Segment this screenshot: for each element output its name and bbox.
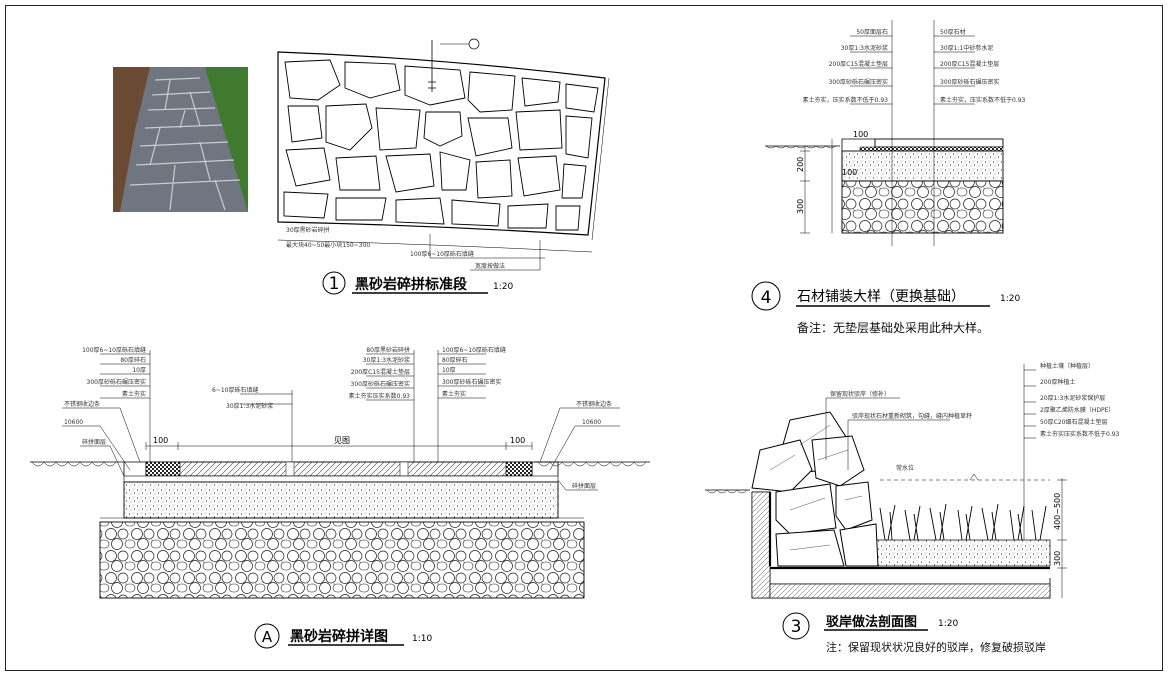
d3-right-callout-5: 50厚C20细石混凝土垫层 [1040, 418, 1107, 426]
d4-title: 石材铺装大样（更换基础） [797, 288, 965, 305]
da-right-callout-3: 200厚C15混凝土垫层 [351, 368, 410, 376]
d1-title: 黑砂岩碎拼标准段 [355, 276, 467, 293]
da-left-callout-5: 素土夯实 [122, 390, 146, 398]
d4-number: 4 [761, 288, 772, 308]
d3-number: 3 [791, 617, 802, 637]
da-letter-circle [254, 623, 280, 649]
d4-dim-300: 300 [796, 199, 805, 214]
drawing-sheet [5, 5, 1163, 671]
d4-dim-100b: 100 [842, 168, 857, 177]
d3-right-callout-6: 素土夯实压实系数不低于0.93 [1040, 430, 1120, 438]
da-side-right-3: 碎拼面层 [572, 482, 596, 490]
da-far-right-callout-5: 素土夯实 [442, 390, 466, 398]
d4-right-callout-3: 200厚C15混凝土垫层 [940, 60, 999, 68]
d1-scale: 1:20 [493, 282, 513, 292]
da-mid-callout-1: 6~10厚砾石填缝 [212, 386, 258, 394]
da-far-right-callout-1: 100厚6~10厚砾石填缝 [442, 346, 506, 354]
da-left-callout-1: 100厚6~10厚砾石填缝 [82, 346, 146, 354]
da-side-left-2: 10600 [64, 419, 83, 426]
d3-callout-3: 常水位 [896, 464, 914, 472]
da-right-callout-2: 30厚1:3水泥砂浆 [363, 356, 410, 364]
d1-number: 1 [329, 274, 340, 294]
da-side-left-3: 碎拼面层 [82, 438, 106, 446]
d4-left-callout-1: 50厚面层石 [856, 29, 888, 36]
d4-left-callout-2: 30厚1:3水泥砂浆 [841, 44, 888, 52]
d1-callout-3: 100厚6~10厚砾石填缝 [410, 250, 474, 258]
d3-right-callout-4: 2厚聚乙烯防水膜（HDPE） [1040, 406, 1114, 414]
d1-callout-2: 最大块40~50最小块150~300 [286, 241, 370, 249]
detail-1-plan: 30厚黑砂岩碎拼 最大块40~50最小块150~300 100厚6~10厚砾石填… [277, 38, 610, 295]
aquatic-plants [879, 503, 1047, 541]
da-far-right-callout-4: 300厚砂砾石碾压密实 [442, 378, 501, 386]
d3-right-callout-2: 200厚种植土 [1040, 378, 1075, 386]
d1-callout-4: 宽度按做法 [475, 262, 505, 270]
da-side-right-1: 不锈钢收边条 [576, 400, 612, 408]
d3-callout-1: 保留现状驳岸（修补） [830, 390, 890, 398]
d3-dim-300: 300 [1053, 551, 1062, 566]
d3-callout-2: 驳岸现状石材重新砌筑，勾缝，缝内种植草籽 [852, 412, 972, 420]
detail-a-section: 100 见图 100 100厚6~10厚砾石填缝 80厚碎石 10厚 300厚砂… [30, 346, 650, 649]
da-mid-callout-2: 30厚1:3水泥砂浆 [226, 402, 273, 410]
da-far-right-callout-2: 80厚碎石 [442, 356, 468, 364]
d4-right-callout-1: 50厚石材 [940, 28, 966, 36]
d4-dim-100a: 100 [853, 130, 868, 139]
d1-number-circle [322, 271, 346, 295]
d3-dim-400: 400~500 [1053, 493, 1062, 530]
d4-number-circle [751, 281, 781, 311]
da-letter: A [262, 628, 273, 646]
da-left-callout-2: 80厚碎石 [120, 356, 146, 364]
d4-scale: 1:20 [1000, 294, 1020, 304]
d4-left-callout-3: 200厚C15混凝土垫层 [829, 60, 888, 68]
da-left-callout-3: 10厚 [132, 367, 146, 374]
d4-remark: 备注：无垫层基础处采用此种大样。 [797, 320, 989, 335]
d4-left-callout-4: 300厚砂砾石碾压密实 [829, 78, 888, 86]
d3-remark: 注：保留现状状况良好的驳岸，修复破损驳岸 [826, 640, 1046, 654]
da-title: 黑砂岩碎拼详图 [290, 628, 388, 645]
da-dim-right: 100 [510, 436, 525, 445]
da-scale: 1:10 [412, 634, 432, 644]
d3-right-callout-3: 20厚1:3水泥砂浆保护层 [1040, 394, 1105, 402]
da-side-right-2: 10600 [582, 419, 601, 426]
detail-3-section: 400~500 300 保留现状驳岸（修补） 驳岸现状石材重新砌筑，勾缝，缝内种… [705, 362, 1120, 654]
da-right-callout-5: 素土夯实压实系数0.93 [349, 392, 411, 400]
d4-right-callout-5: 素土夯实，压实系数不低于0.93 [940, 96, 1026, 104]
da-far-right-callout-3: 10厚 [442, 367, 456, 374]
d4-right-callout-2: 30厚1:1中砂参水泥 [940, 44, 993, 52]
d3-number-circle [782, 612, 810, 640]
d4-left-callout-5: 素土夯实，压实系数不低于0.93 [803, 96, 889, 104]
da-right-callout-1: 80厚黑砂岩碎拼 [366, 346, 410, 354]
da-dim-mid: 见图 [334, 436, 350, 445]
d4-dim-200: 200 [796, 157, 805, 172]
d3-scale: 1:20 [938, 619, 958, 629]
da-side-left-1: 不锈钢收边条 [64, 400, 100, 408]
reference-photo [113, 67, 248, 212]
d4-right-callout-4: 300厚砂砾石碾压密实 [940, 78, 999, 86]
d3-right-callout-1: 种植土壤（种植层） [1040, 362, 1094, 370]
d3-title: 驳岸做法剖面图 [826, 614, 917, 630]
detail-4-section: 200 300 100 100 50厚面层石 30厚1:3水泥砂浆 200厚C1… [751, 20, 1026, 335]
d1-callout-1: 30厚黑砂岩碎拼 [286, 226, 330, 234]
da-right-callout-4: 300厚砂砾石碾压密实 [351, 380, 410, 388]
da-left-callout-4: 300厚砂砾石碾压密实 [87, 378, 146, 386]
da-dim-left: 100 [153, 436, 168, 445]
